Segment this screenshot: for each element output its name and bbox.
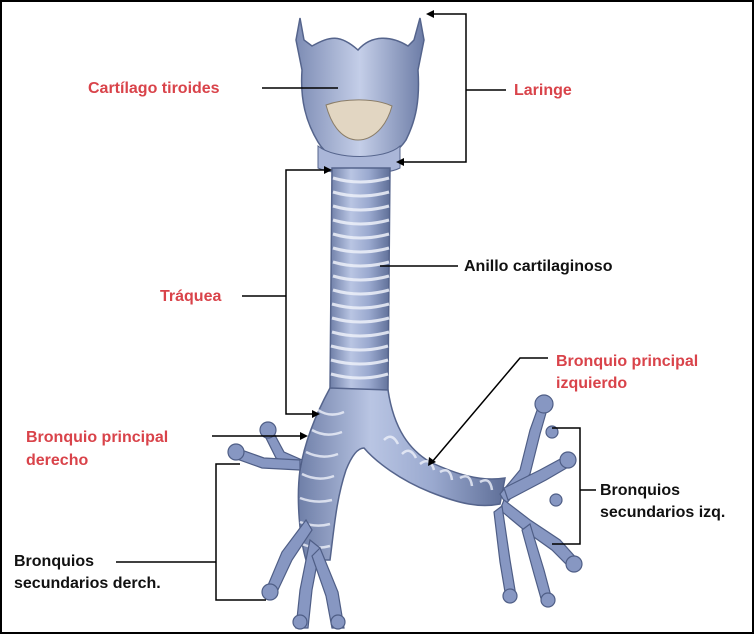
label-cartilago-tiroides: Cartílago tiroides [88, 79, 220, 99]
trachea-shape [330, 168, 390, 390]
left-secondary-bronchi-shape [494, 395, 582, 607]
label-bronquio-der-line2: derecho [26, 451, 88, 471]
label-bronquio-izq-line2: izquierdo [556, 374, 627, 394]
bracket-traquea [286, 170, 328, 414]
label-bronquio-izq-line1: Bronquio principal [556, 352, 698, 372]
label-laringe: Laringe [514, 81, 572, 101]
label-traquea: Tráquea [160, 287, 221, 307]
label-bronquio-der-line1: Bronquio principal [26, 428, 168, 448]
bronchi-shape [298, 388, 505, 560]
bracket-sec-izq [552, 428, 580, 544]
label-anillo-cartilaginoso: Anillo cartilaginoso [464, 257, 612, 277]
label-sec-der-line2: secundarios derch. [14, 574, 161, 594]
bracket-sec-der [216, 464, 266, 600]
label-sec-der-line1: Bronquios [14, 552, 94, 572]
larynx-shape [296, 18, 424, 174]
label-sec-izq-line1: Bronquios [600, 481, 680, 501]
label-sec-izq-line2: secundarios izq. [600, 503, 725, 523]
